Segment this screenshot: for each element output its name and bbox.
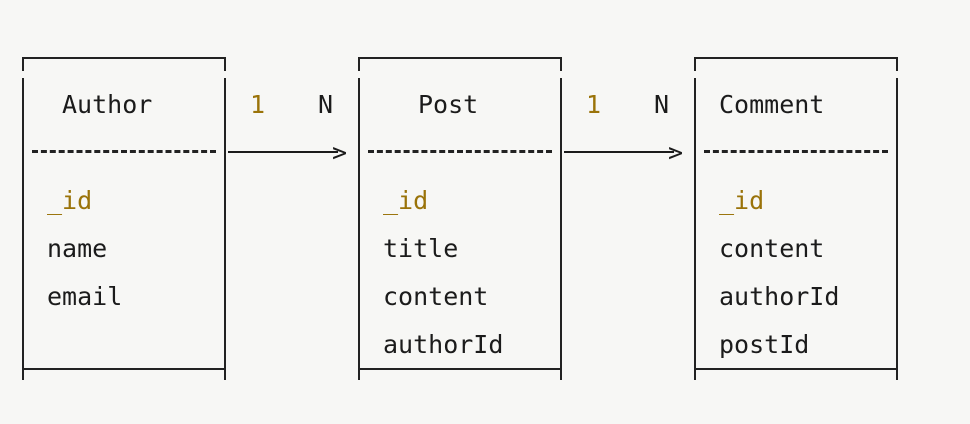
entity-field-author-0: _id	[47, 186, 93, 215]
entity-title-author: Author	[62, 90, 153, 119]
entity-box-post-bottom-border	[358, 356, 562, 370]
relationship-author-post-from-cardinality: 1	[250, 90, 266, 119]
entity-box-comment-header-separator	[704, 150, 888, 153]
relationship-author-post-arrow-head: >	[332, 138, 348, 167]
entity-box-post-header-separator	[368, 150, 552, 153]
entity-title-comment: Comment	[719, 90, 825, 119]
entity-box-author-bottom-border	[22, 356, 226, 370]
entity-title-post: Post	[418, 90, 479, 119]
entity-box-comment-right-wall	[896, 78, 898, 380]
entity-box-comment-bottom-border	[694, 356, 898, 370]
relationship-author-post-to-cardinality: N	[318, 90, 334, 119]
relationship-post-comment-arrow-line	[564, 151, 674, 153]
entity-field-comment-2: authorId	[719, 282, 840, 311]
entity-box-post-right-wall	[560, 78, 562, 380]
relationship-author-post-arrow-line	[228, 151, 338, 153]
entity-field-post-0: _id	[383, 186, 429, 215]
entity-box-author-header-separator	[32, 150, 216, 153]
entity-field-post-3: authorId	[383, 330, 504, 359]
entity-box-comment-top-border	[694, 57, 898, 71]
entity-field-comment-1: content	[719, 234, 825, 263]
entity-field-comment-3: postId	[719, 330, 810, 359]
entity-field-post-2: content	[383, 282, 489, 311]
entity-field-author-1: name	[47, 234, 108, 263]
entity-field-post-1: title	[383, 234, 459, 263]
relationship-post-comment-arrow-head: >	[668, 138, 684, 167]
entity-box-post-left-wall	[358, 78, 360, 380]
entity-field-author-2: email	[47, 282, 123, 311]
entity-box-comment-left-wall	[694, 78, 696, 380]
entity-field-comment-0: _id	[719, 186, 765, 215]
entity-box-post-top-border	[358, 57, 562, 71]
entity-box-author-top-border	[22, 57, 226, 71]
entity-box-author-left-wall	[22, 78, 24, 380]
relationship-post-comment-from-cardinality: 1	[586, 90, 602, 119]
relationship-post-comment-to-cardinality: N	[654, 90, 670, 119]
entity-box-author-right-wall	[224, 78, 226, 380]
